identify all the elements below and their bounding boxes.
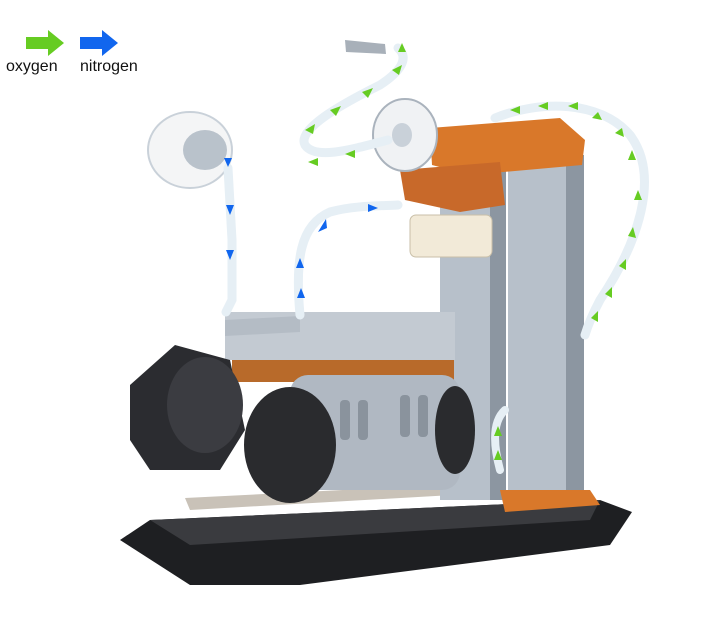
green-arrow-icon [615,128,624,137]
blue-arrow-icon [368,204,378,212]
green-arrow-icon [330,106,341,116]
column-base-orange [500,490,600,512]
green-arrow-icon [628,227,636,238]
oxygen-tube-right [490,101,649,340]
intake-tube [221,163,237,317]
motor-vent [418,395,428,437]
green-arrow-icon [26,30,64,56]
motor-vent [400,395,410,437]
green-arrow-icon [628,150,636,160]
green-arrow-icon [619,259,626,270]
blue-arrow-icon [226,205,234,215]
nitrogen-flow-arrows [224,158,378,298]
green-arrow-icon [305,124,315,134]
oxygen-tube-upper [299,43,408,158]
legend-oxygen-label: oxygen [6,58,58,75]
green-arrow-icon [591,311,598,322]
green-arrow-icon [308,158,318,166]
legend-nitrogen-swatch [80,30,120,61]
manifold-pipe [225,316,300,336]
blue-arrow-icon [224,158,232,167]
motor-rear-cap [435,386,475,474]
cream-canister [409,214,493,258]
green-arrow-icon [592,112,602,120]
green-arrow-icon [605,287,612,298]
valve-block [400,162,505,212]
green-arrow-icon [568,102,578,110]
fan-hub [167,357,243,453]
intake-filter-core [183,130,227,170]
base-plate-top [150,500,600,545]
green-arrow-icon [510,106,520,114]
green-arrow-icon [362,88,373,98]
top-manifold [430,118,585,175]
blue-arrow-icon [80,30,118,56]
pressure-dome-core [392,123,412,147]
legend-nitrogen-label: nitrogen [80,58,138,75]
green-arrow-icon [494,426,502,436]
blue-arrow-icon [318,219,327,232]
sieve-column-right-shade [566,155,584,500]
green-arrow-icon [634,190,642,200]
green-arrow-icon [345,150,355,158]
blue-arrow-icon [297,288,305,298]
green-arrow-icon [494,450,502,460]
green-arrow-icon [392,65,402,75]
outlet-fitting [345,40,386,54]
motor-vent [358,400,368,440]
green-arrow-icon [538,102,548,110]
blue-arrow-icon [296,258,304,268]
oxygen-flow-arrows [305,43,642,460]
legend-oxygen-swatch [26,30,66,61]
motor-endcap [244,387,336,503]
motor-vent [340,400,350,440]
green-arrow-icon [398,43,406,52]
nitrogen-tube [293,200,403,320]
blue-arrow-icon [226,250,234,260]
